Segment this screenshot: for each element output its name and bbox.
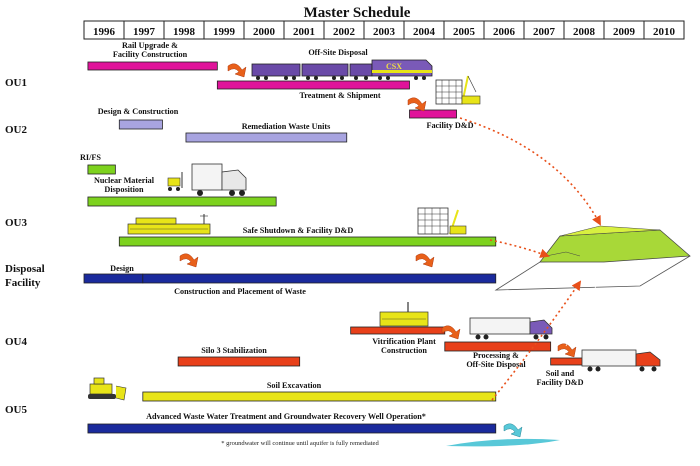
curved-arrow-icon xyxy=(227,63,247,78)
year-label: 1997 xyxy=(133,26,156,38)
bar-label-soil-excavation: Soil Excavation xyxy=(267,381,322,390)
bar-label-rifs: RI/FS xyxy=(80,153,101,162)
bar-label-nuclear-material: Disposition xyxy=(104,185,144,194)
bar-rail-upgrade xyxy=(87,61,218,71)
train-icon: CSX xyxy=(251,59,433,80)
bar-nuclear-material xyxy=(87,196,277,207)
year-label: 2007 xyxy=(533,26,556,38)
bar-disposal-design xyxy=(83,273,144,284)
bar-rifs xyxy=(87,164,116,175)
unit-label-disposal1: Disposal xyxy=(5,263,45,275)
bar-label-disposal-design: Design xyxy=(110,264,134,273)
bar-vitrification xyxy=(350,326,446,335)
flow-line-soil xyxy=(565,285,597,347)
year-label: 1999 xyxy=(213,26,236,38)
transition-arrows xyxy=(179,63,577,438)
csx-label: CSX xyxy=(386,62,402,71)
offsite-disposal-label: Off-Site Disposal xyxy=(308,48,368,57)
truck-icon-ou3 xyxy=(191,163,247,196)
bar-soil-excavation xyxy=(142,391,497,402)
bar-label-treatment-shipment: Treatment & Shipment xyxy=(299,91,380,100)
bar-label-soil-facility-dd: Facility D&D xyxy=(536,378,583,387)
bar-label-construction-placement: Construction and Placement of Waste xyxy=(174,287,306,296)
year-label: 2009 xyxy=(613,26,636,38)
bar-label-soil-facility-dd: Soil and xyxy=(546,369,575,378)
year-label: 2004 xyxy=(413,26,436,38)
year-label: 2005 xyxy=(453,26,476,38)
year-label: 2003 xyxy=(373,26,396,38)
flow-lines xyxy=(459,117,601,401)
flow-line-ou3 xyxy=(489,239,550,258)
bar-wastewater xyxy=(87,423,497,434)
bar-labels: Rail Upgrade &Facility ConstructionTreat… xyxy=(80,41,584,421)
bar-safe-shutdown xyxy=(118,236,497,247)
year-label: 2000 xyxy=(253,26,276,38)
chart-title: Master Schedule xyxy=(304,5,411,21)
year-label: 2006 xyxy=(493,26,516,38)
curved-arrow-icon xyxy=(179,253,199,268)
curved-arrow-icon xyxy=(415,253,435,268)
bar-construction-placement xyxy=(142,273,497,284)
curved-arrow-icon xyxy=(557,343,577,358)
flow-line-ou4 xyxy=(491,280,582,401)
bar-label-ou2-design: Design & Construction xyxy=(98,107,179,116)
curved-arrow-icon xyxy=(441,325,461,340)
bar-processing xyxy=(444,341,552,352)
truck-icon-soil xyxy=(581,349,661,372)
unit-label-ou4: OU4 xyxy=(5,336,28,348)
year-label: 1996 xyxy=(93,26,116,38)
bar-label-facility-dd-ou1: Facility D&D xyxy=(426,121,473,130)
bar-remediation-waste-units xyxy=(185,132,348,143)
bar-label-rail-upgrade: Rail Upgrade & xyxy=(122,41,178,50)
year-label: 2008 xyxy=(573,26,596,38)
disposal-facility-icon xyxy=(494,225,691,291)
unit-label-ou3: OU3 xyxy=(5,217,28,229)
curved-arrow-icon xyxy=(407,97,427,112)
year-label: 2001 xyxy=(293,26,315,38)
curved-arrow-icon xyxy=(503,423,523,438)
truck-icon-ou4 xyxy=(469,317,553,340)
flow-line-ou1 xyxy=(459,117,601,226)
unit-label-disposal2: Facility xyxy=(5,277,41,289)
vitrification-plant-icon xyxy=(379,302,429,327)
bulldozer-icon xyxy=(88,377,127,401)
year-label: 2002 xyxy=(333,26,356,38)
unit-label-ou1: OU1 xyxy=(5,77,27,89)
bar-silo3 xyxy=(177,356,301,367)
crane-building-icon xyxy=(435,75,481,105)
bar-label-remediation-waste-units: Remediation Waste Units xyxy=(242,122,331,131)
bar-label-processing: Off-Site Disposal xyxy=(466,360,526,369)
bar-label-vitrification: Construction xyxy=(381,346,427,355)
bar-ou2-design xyxy=(118,119,163,130)
year-header: 1996 1997 1998 1999 2000 2001 2002 2003 2004 2005… xyxy=(83,20,685,40)
footnote: * groundwater will continue until aquife… xyxy=(221,440,379,447)
bar-label-nuclear-material: Nuclear Material xyxy=(94,176,155,185)
unit-label-ou2: OU2 xyxy=(5,124,28,136)
bar-treatment-shipment xyxy=(216,80,410,90)
bar-label-vitrification: Vitrification Plant xyxy=(372,337,436,346)
year-label: 2010 xyxy=(653,26,676,38)
crane-building-icon-ou3 xyxy=(417,207,467,235)
year-cell xyxy=(643,20,685,40)
forklift-icon xyxy=(167,172,183,191)
bar-label-rail-upgrade: Facility Construction xyxy=(113,50,188,59)
groundwater-stream-icon xyxy=(446,438,560,447)
plant-building-icon xyxy=(127,214,211,235)
year-label: 1998 xyxy=(173,26,196,38)
unit-label-ou5: OU5 xyxy=(5,404,28,416)
bar-label-safe-shutdown: Safe Shutdown & Facility D&D xyxy=(243,226,354,235)
bar-label-processing: Processing & xyxy=(473,351,519,360)
bar-label-silo3: Silo 3 Stabilization xyxy=(201,346,267,355)
bar-facility-dd-ou1 xyxy=(409,109,457,119)
schedule-bars xyxy=(83,61,622,434)
bar-label-wastewater: Advanced Waste Water Treatment and Groun… xyxy=(146,412,426,421)
